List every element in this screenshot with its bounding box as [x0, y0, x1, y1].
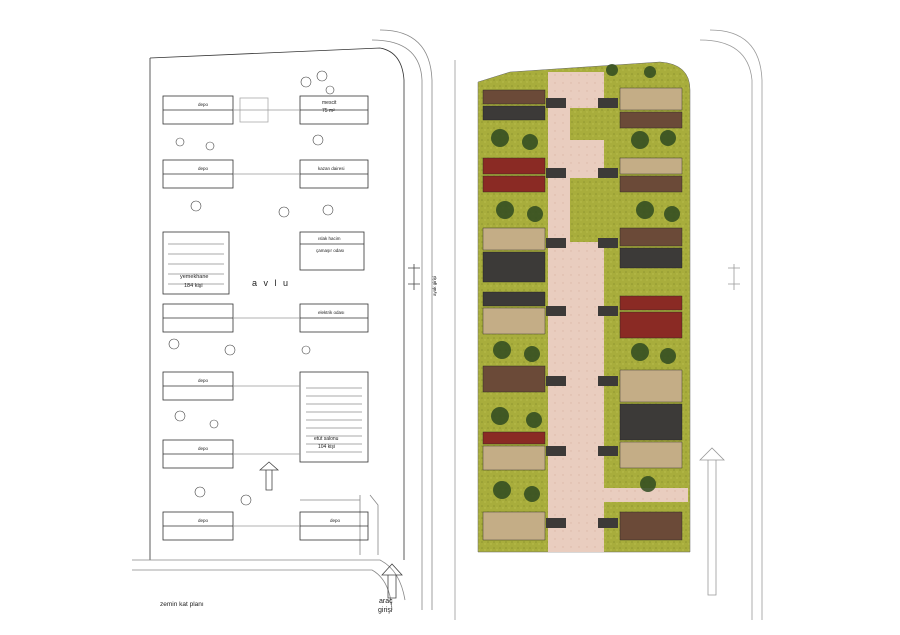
room-label: depo: [198, 518, 209, 523]
container-units-left: [482, 89, 546, 541]
connector-units: [546, 98, 618, 528]
plan-caption: zemin kat planı: [160, 601, 204, 608]
room-label: depo: [330, 518, 341, 523]
paved-walkway: [548, 72, 688, 552]
room-label: ıslak hacim: [318, 236, 341, 241]
trees: [168, 70, 335, 506]
study-hall-capacity: 104 kişi: [318, 444, 335, 450]
road-outline: [132, 29, 433, 611]
rendering-road: [454, 29, 763, 620]
container-units-right: [619, 87, 683, 541]
pedestrian-entry-label: ayak girişi: [432, 276, 437, 296]
room-label: elektrik odası: [318, 310, 345, 315]
left-labels: depo mescit 75 m² depo kazan dairesi ısl…: [160, 100, 437, 614]
study-hall-label: etüt salonu: [314, 436, 339, 442]
room-area: 75 m²: [322, 108, 335, 114]
ground-floor-plan: [132, 29, 433, 611]
rendering-trees: [491, 64, 680, 502]
courtyard-label: a v l u: [252, 278, 290, 288]
entry-arrows: [258, 264, 420, 599]
vehicle-entry-label-2: girişi: [378, 607, 393, 614]
site-boundary: [149, 47, 405, 560]
rendering-entry-arrows: [699, 264, 740, 596]
dining-hall-capacity: 184 kişi: [184, 283, 203, 289]
drive-way: [300, 494, 379, 555]
room-label: depo: [198, 102, 209, 107]
room-label: mescit: [322, 100, 337, 106]
dining-hall-label: yemekhane: [180, 274, 208, 280]
room-label: depo: [198, 378, 209, 383]
site-rendering: [454, 29, 763, 620]
room-label: depo: [198, 166, 209, 171]
vehicle-entry-label: araç: [379, 598, 393, 605]
dorm-blocks: [162, 95, 369, 541]
room-label: çamaşır odası: [316, 248, 344, 253]
room-label: depo: [198, 446, 209, 451]
room-label: kazan dairesi: [318, 166, 345, 171]
